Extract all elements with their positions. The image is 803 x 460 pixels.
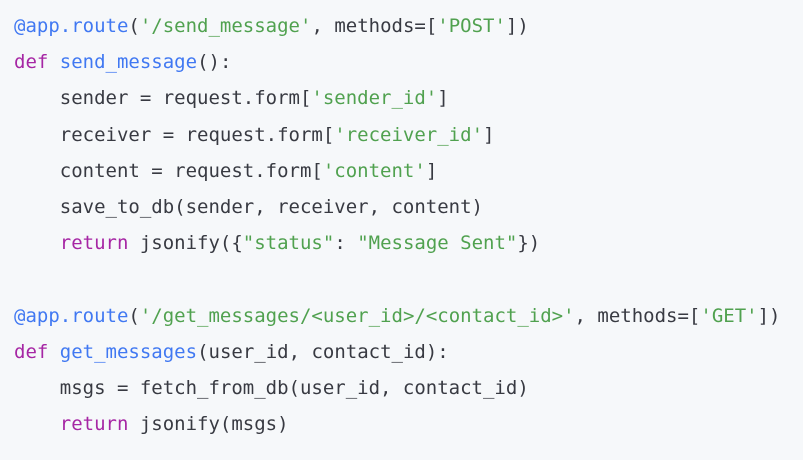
code-token-string: 'receiver_id' <box>334 123 484 146</box>
code-line: save_to_db(sender, receiver, content) <box>14 189 789 225</box>
code-token-plain <box>48 51 59 73</box>
code-token-plain: jsonify({ <box>128 232 243 255</box>
code-token-keyword: def <box>14 51 49 74</box>
code-line: @app.route('/send_message', methods=['PO… <box>14 8 789 44</box>
code-token-string: 'sender_id' <box>311 87 438 110</box>
code-token-plain: ]) <box>505 15 529 37</box>
code-block: @app.route('/send_message', methods=['PO… <box>14 8 789 442</box>
code-token-plain: msgs = fetch_from_db(user_id, contact_id… <box>14 376 529 399</box>
code-token-plain: , methods=[ <box>311 15 438 37</box>
code-token-plain <box>48 341 59 363</box>
code-token-string: '/get_messages/<user_id>/<contact_id>' <box>139 304 575 327</box>
code-token-function: get_messages <box>59 340 198 363</box>
code-token-plain: ( <box>128 15 140 37</box>
code-token-plain: ] <box>483 123 495 146</box>
code-token-plain: jsonify(msgs) <box>128 413 289 436</box>
code-token-string: 'GET' <box>700 304 758 327</box>
code-line: def send_message(): <box>14 44 789 80</box>
code-token-keyword: return <box>59 413 129 436</box>
code-token-string: "Message Sent" <box>357 232 518 255</box>
code-token-string: 'content' <box>322 159 426 182</box>
code-token-plain: (): <box>197 51 232 74</box>
code-token-string: 'POST' <box>437 15 506 37</box>
code-line: receiver = request.form['receiver_id'] <box>14 117 789 153</box>
code-token-plain: ]) <box>757 304 781 327</box>
code-token-plain: }) <box>517 232 541 255</box>
code-token-plain <box>14 413 60 435</box>
code-line: sender = request.form['sender_id'] <box>14 80 789 116</box>
code-token-plain: receiver = request.form[ <box>14 123 335 146</box>
code-token-plain <box>14 232 60 254</box>
code-line: @app.route('/get_messages/<user_id>/<con… <box>14 298 789 334</box>
code-token-plain: content = request.form[ <box>14 159 323 182</box>
code-line-blank <box>14 261 789 297</box>
code-line: return jsonify(msgs) <box>14 406 789 442</box>
code-token-plain: (user_id, contact_id): <box>197 340 449 363</box>
code-line: return jsonify({"status": "Message Sent"… <box>14 225 789 261</box>
code-token-decorator: @app.route <box>14 304 129 327</box>
code-token-keyword: return <box>59 232 129 255</box>
code-token-plain: save_to_db(sender, receiver, content) <box>14 195 483 218</box>
code-token-plain: , methods=[ <box>574 304 701 327</box>
code-token-plain: sender = request.form[ <box>14 87 312 110</box>
code-token-decorator: @app.route <box>14 15 129 37</box>
code-token-plain: : <box>334 232 358 255</box>
code-token-keyword: def <box>14 340 49 363</box>
code-token-string: "status" <box>242 232 335 255</box>
code-line: content = request.form['content'] <box>14 153 789 189</box>
code-token-function: send_message <box>59 51 198 74</box>
code-token-plain: ] <box>425 159 438 182</box>
code-line: msgs = fetch_from_db(user_id, contact_id… <box>14 370 789 406</box>
code-token-plain: ( <box>128 304 140 327</box>
code-token-string: '/send_message' <box>139 15 312 37</box>
code-token-plain: ] <box>437 87 449 110</box>
code-line: def get_messages(user_id, contact_id): <box>14 334 789 370</box>
